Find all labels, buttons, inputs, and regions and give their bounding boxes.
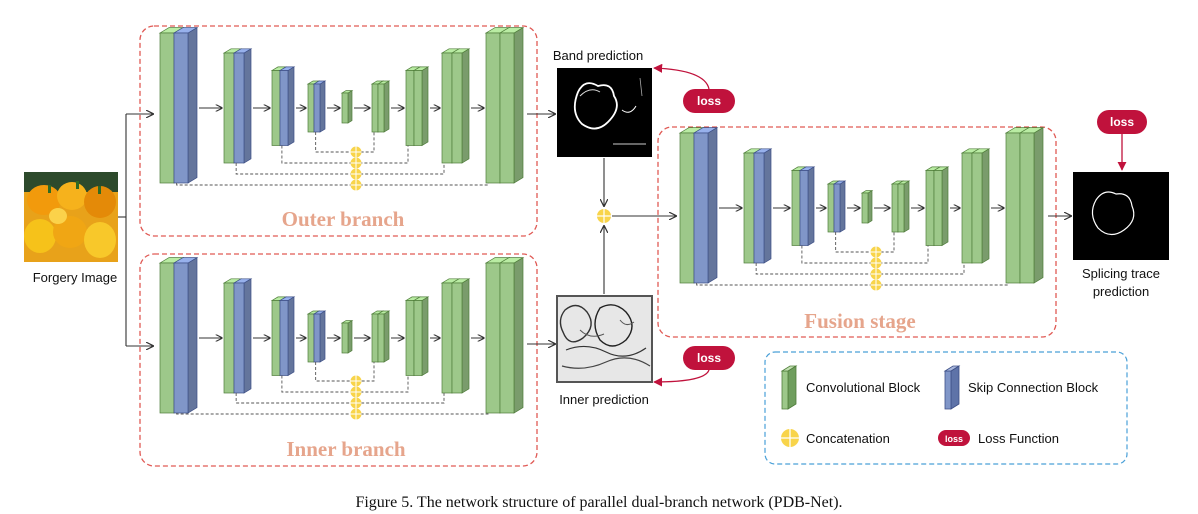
conv-block-5-1 bbox=[896, 180, 911, 233]
svg-text:loss: loss bbox=[945, 434, 963, 444]
figure-caption: Figure 5. The network structure of paral… bbox=[355, 494, 842, 511]
loss-badge-band: loss bbox=[653, 63, 735, 113]
output-connectors bbox=[527, 114, 1071, 344]
svg-text:loss: loss bbox=[697, 94, 721, 108]
concat-node bbox=[350, 397, 362, 409]
concat-node bbox=[350, 146, 362, 158]
conv-block-4-0 bbox=[340, 89, 354, 124]
splicing-trace-label-line1: Splicing trace bbox=[1082, 266, 1160, 281]
svg-text:loss: loss bbox=[697, 351, 721, 365]
legend-conv-item: Convolutional Block bbox=[780, 365, 921, 410]
outer-branch-frame bbox=[139, 25, 538, 237]
skip-block-1-1 bbox=[232, 48, 253, 164]
conv-block-5-1 bbox=[376, 310, 391, 363]
skip-block-2-1 bbox=[278, 296, 296, 377]
svg-text:Loss Function: Loss Function bbox=[978, 431, 1059, 446]
legend-frame bbox=[764, 351, 1128, 465]
loss-badge-inner: loss bbox=[653, 346, 735, 387]
skip-block-1-1 bbox=[232, 278, 253, 394]
conv-block-7-1 bbox=[450, 278, 471, 394]
conv-block-6-1 bbox=[932, 166, 950, 247]
svg-text:Convolutional Block: Convolutional Block bbox=[806, 380, 921, 395]
concat-node bbox=[870, 246, 882, 258]
concat-node bbox=[870, 279, 882, 291]
conv-block-8-1 bbox=[498, 26, 525, 184]
skip-block-1-1 bbox=[752, 148, 773, 264]
concat-node bbox=[350, 408, 362, 420]
fusion-stage-title: Fusion stage bbox=[804, 309, 915, 333]
legend-concat-item: Concatenation bbox=[781, 429, 890, 447]
conv-block-5-1 bbox=[376, 80, 391, 133]
concat-node bbox=[350, 179, 362, 191]
band-prediction-label: Band prediction bbox=[553, 48, 643, 63]
input-split-connector bbox=[118, 114, 153, 346]
band-prediction-image bbox=[557, 68, 652, 157]
concat-node bbox=[350, 386, 362, 398]
legend-skip-item: Skip Connection Block bbox=[943, 365, 1099, 410]
concat-node bbox=[870, 257, 882, 269]
fusion-stage-frame bbox=[657, 126, 1057, 338]
outer-branch-title: Outer branch bbox=[282, 207, 405, 231]
inner-prediction-label: Inner prediction bbox=[559, 392, 649, 407]
conv-block-7-1 bbox=[970, 148, 991, 264]
conv-block-4-0 bbox=[340, 319, 354, 354]
skip-block-3-1 bbox=[312, 310, 327, 363]
skip-block-3-1 bbox=[832, 180, 847, 233]
skip-block-2-1 bbox=[278, 66, 296, 147]
conv-block-4-0 bbox=[860, 189, 874, 224]
splicing-trace-image bbox=[1073, 172, 1169, 260]
splicing-trace-label-line2: prediction bbox=[1093, 284, 1149, 299]
skip-block-3-1 bbox=[312, 80, 327, 133]
skip-block-0-1 bbox=[172, 256, 199, 414]
svg-text:Concatenation: Concatenation bbox=[806, 431, 890, 446]
inner-prediction-image bbox=[556, 295, 653, 383]
concat-node bbox=[350, 168, 362, 180]
skip-block-2-1 bbox=[798, 166, 816, 247]
conv-block-6-1 bbox=[412, 66, 430, 147]
inner-branch-title: Inner branch bbox=[286, 437, 406, 461]
inner-branch-frame bbox=[139, 253, 538, 467]
fusion-stage-unet bbox=[678, 126, 1045, 291]
svg-text:Skip Connection Block: Skip Connection Block bbox=[968, 380, 1099, 395]
forgery-image-label: Forgery Image bbox=[33, 270, 118, 285]
outer-branch-unet bbox=[158, 26, 525, 191]
conv-block-6-1 bbox=[412, 296, 430, 377]
forgery-image bbox=[24, 172, 118, 262]
conv-block-7-1 bbox=[450, 48, 471, 164]
inner-branch-unet bbox=[158, 256, 525, 420]
conv-block-8-1 bbox=[498, 256, 525, 414]
concat-node bbox=[870, 268, 882, 280]
concat-node bbox=[350, 375, 362, 387]
legend-loss-item: loss Loss Function bbox=[938, 430, 1059, 446]
concat-node bbox=[350, 157, 362, 169]
skip-block-0-1 bbox=[172, 26, 199, 184]
loss-badge-fusion: loss bbox=[1097, 110, 1147, 171]
conv-block-8-1 bbox=[1018, 126, 1045, 284]
skip-block-0-1 bbox=[692, 126, 719, 284]
svg-text:loss: loss bbox=[1110, 115, 1134, 129]
fusion-concat-node bbox=[597, 209, 611, 223]
